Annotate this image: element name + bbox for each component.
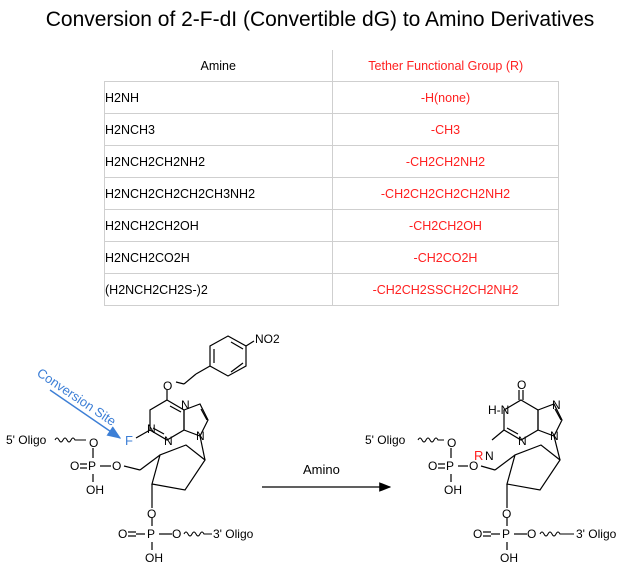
phos-p-5: P [88,459,96,473]
product-hn-label: H-N [488,403,509,417]
table-row: H2NCH2CH2CH2CH3NH2 -CH2CH2CH2CH2NH2 [104,177,559,210]
table-header-row: Amine Tether Functional Group (R) [104,50,559,82]
table-row: H2NCH2CH2NH2 -CH2CH2NH2 [104,145,559,178]
tether-cell: -CH2CH2OH [332,209,559,242]
product-o5-label: O [469,459,478,473]
phos-oh-5: OH [86,483,104,497]
imidazole-ring [183,403,209,437]
product-phos-p-3: P [502,527,510,541]
n1-label: N [164,434,173,448]
table-row: (H2NCH2CH2S-)2 -CH2CH2SSCH2CH2NH2 [104,273,559,306]
reaction-scheme: NO2 O N N N N O O P O OH 5' Oligo O P O … [6,332,617,565]
product-n7-label: N [552,398,561,412]
starting-material-structure [54,335,255,550]
fluorine-label: F [125,433,133,448]
n9-label: N [196,429,205,443]
amine-cell: H2NCH2CO2H [104,241,333,274]
starting-material-labels: NO2 O N N N N O O P O OH 5' Oligo O P O … [6,332,280,565]
amine-cell: H2NCH2CH2NH2 [104,145,333,178]
product-phos-p-5: P [446,459,454,473]
phos-o-left: O [70,459,79,473]
phos-o-top: O [89,436,98,450]
product-sugar-ring [506,444,561,491]
amine-cell: H2NCH2CH2OH [104,209,333,242]
amine-cell: H2NCH2CH2CH2CH3NH2 [104,177,333,210]
tether-cell: -CH2CH2NH2 [332,145,559,178]
n3-label: N [147,422,156,436]
table-row: H2NCH3 -CH3 [104,113,559,146]
column-header-tether-group: Tether Functional Group (R) [332,50,559,82]
o3-label: O [147,507,156,521]
r-group-label: R [474,448,483,463]
product-phos-o-left: O [428,459,437,473]
product-labels: O H-N N N N N O O P O OH 5' Oligo O P O … [365,378,617,565]
table-row: H2NH -H(none) [104,81,559,114]
amine-cell: (H2NCH2CH2S-)2 [104,273,333,306]
benzene-ring [209,335,247,377]
product-phos-oh-3: OH [500,551,518,565]
tether-cell: -CH2CH2CH2CH2NH2 [332,177,559,210]
product-o3-label: O [502,507,511,521]
amine-table: Amine Tether Functional Group (R) H2NH -… [104,50,559,306]
phos-oh-3: OH [145,551,163,565]
product-n3-label: N [518,434,527,448]
oligo-5-prime-left: 5' Oligo [6,433,47,447]
conversion-site-label: Conversion Site [34,365,118,429]
tether-cell: -CH2CH2SSCH2CH2NH2 [332,273,559,306]
amine-cell: H2NH [104,81,333,114]
product-n2-label: N [485,449,494,463]
column-header-amine: Amine [104,50,333,82]
phos-o-3-left: O [118,527,127,541]
n7-label: N [181,398,190,412]
tether-cell: -CH2CO2H [332,241,559,274]
o5-label: O [112,459,121,473]
tether-cell: -CH3 [332,113,559,146]
product-structure [417,390,574,550]
table-row: H2NCH2CH2OH -CH2CH2OH [104,209,559,242]
product-phos-oh-5: OH [444,483,462,497]
product-phos-o-3-right: O [527,527,536,541]
product-phos-o-3-left: O [473,527,482,541]
product-o6-label: O [517,378,526,392]
product-phos-o-top: O [447,436,456,450]
product-n9-label: N [550,429,559,443]
page-title: Conversion of 2-F-dI (Convertible dG) to… [45,8,595,31]
oligo-3-prime-right: 3' Oligo [576,527,617,541]
product-imidazole-ring [537,403,563,437]
conversion-site-arrow [49,389,122,439]
amine-cell: H2NCH3 [104,113,333,146]
phos-o-3-right: O [172,527,181,541]
amine-table-container: Amine Tether Functional Group (R) H2NH -… [104,50,559,306]
phos-p-3: P [147,527,155,541]
oligo-5-prime-right: 5' Oligo [365,433,406,447]
o6-label: O [163,379,172,393]
nitro-label: NO2 [255,332,280,346]
tether-cell: -H(none) [332,81,559,114]
sugar-ring [151,444,206,491]
reaction-arrow-label: Amino [303,462,340,477]
oligo-3-prime-left: 3' Oligo [213,527,254,541]
table-row: H2NCH2CO2H -CH2CO2H [104,241,559,274]
